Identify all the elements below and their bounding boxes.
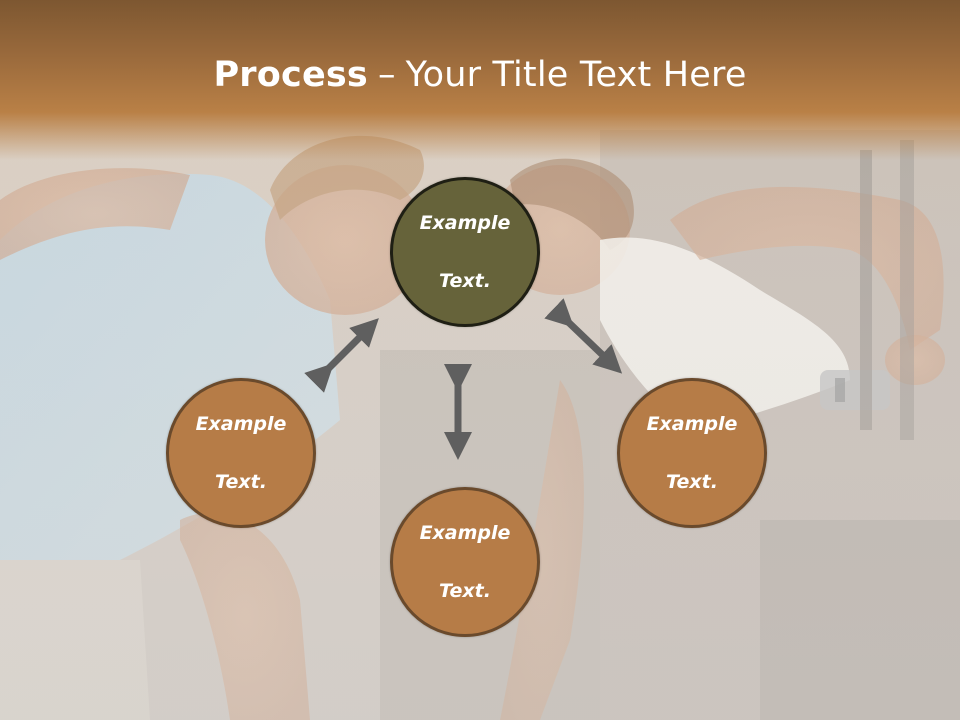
node-top-line1: Example — [419, 211, 511, 234]
node-top-line2: Text. — [439, 269, 491, 292]
node-bottom-line2: Text. — [439, 579, 491, 602]
node-left-line1: Example — [195, 412, 287, 435]
node-left-line2: Text. — [215, 470, 267, 493]
header-band — [0, 0, 960, 160]
node-right-line2: Text. — [666, 470, 718, 493]
node-bottom-line1: Example — [419, 521, 511, 544]
node-right-line1: Example — [646, 412, 738, 435]
title-separator: – — [377, 55, 396, 95]
title-bold: Process — [213, 55, 368, 95]
slide-title: Process–Your Title Text Here — [0, 52, 960, 98]
title-text: Your Title Text Here — [405, 55, 747, 95]
